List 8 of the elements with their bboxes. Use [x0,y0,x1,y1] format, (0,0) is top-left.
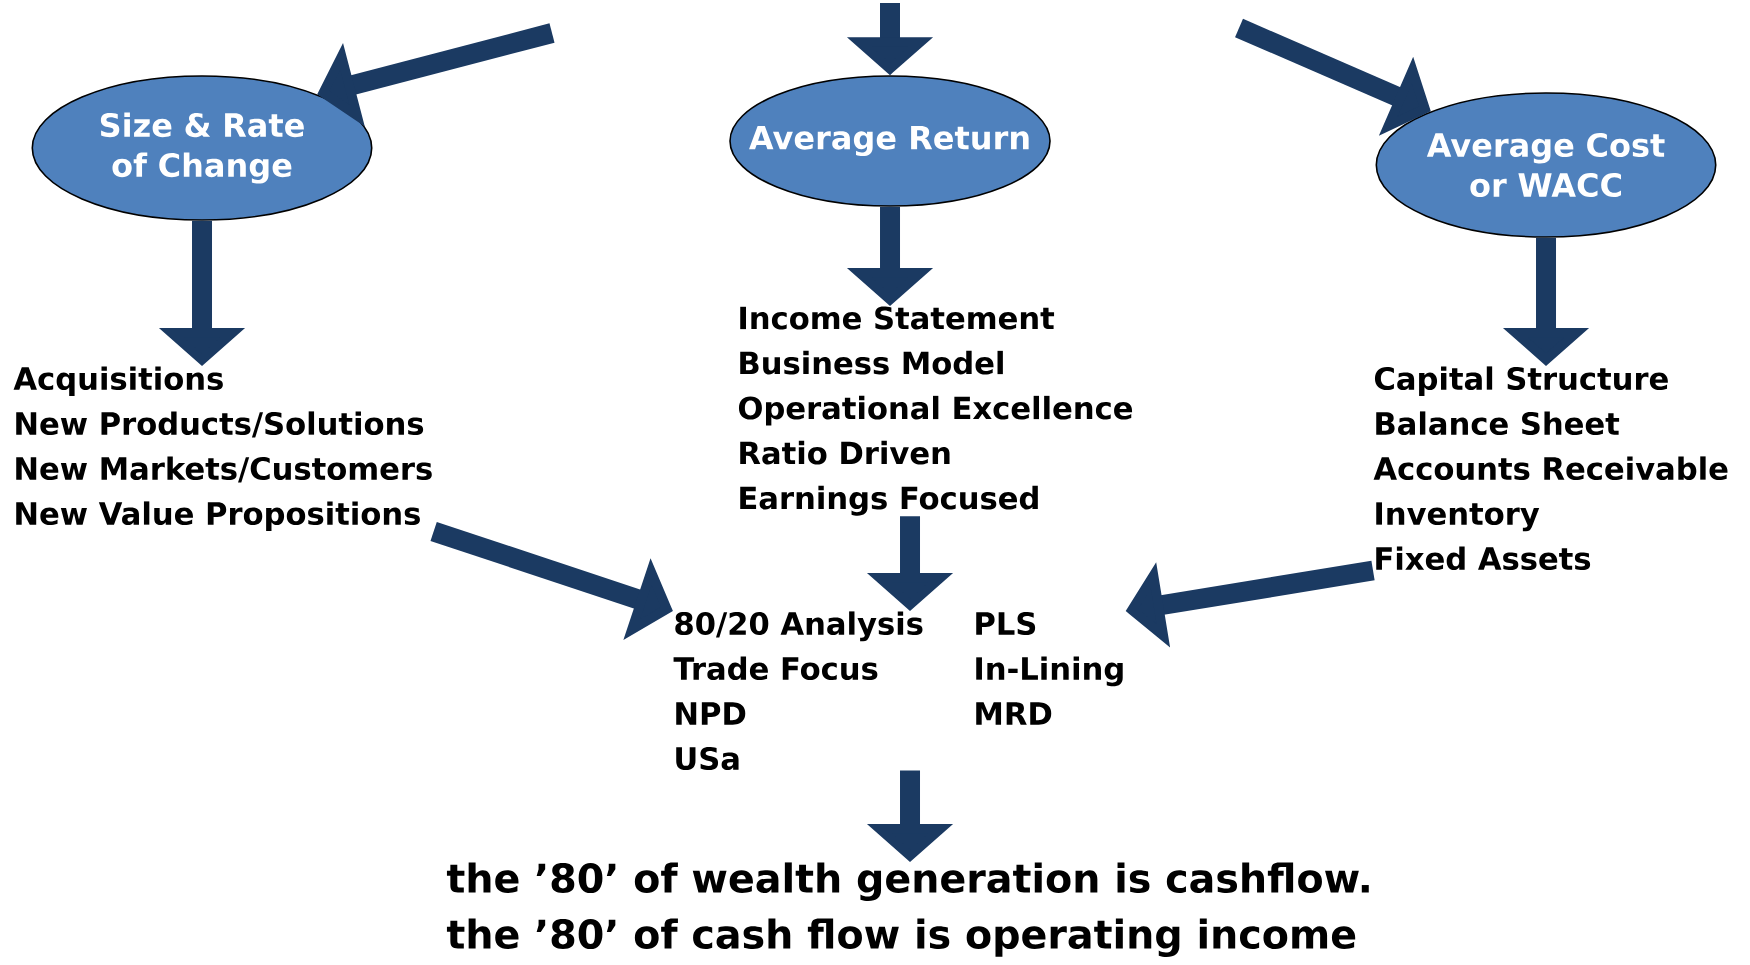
statement-text: the ’80’ of wealth generation is cashflow. the ’80’ of cash flow is operating income [446,862,1369,958]
text-list: 80/20 Analysis PLS Trade Focus In-Lining NPD MRD USa [673,611,1123,771]
oval-node: Average Cost or WACC [1375,92,1717,238]
text-list: Acquisitions New Products/Solutions New Markets/Customers New Value Propositions [13,366,432,532]
text-list: Income Statement Business Model Operational Excellence Ratio Driven Earnings Focused [738,306,1133,516]
oval-node: Size & Rate of Change [31,75,373,221]
oval-node: Average Return [729,75,1051,207]
text-list: Capital Structure Balance Sheet Accounts Receivable Inventory Fixed Assets [1373,366,1728,571]
